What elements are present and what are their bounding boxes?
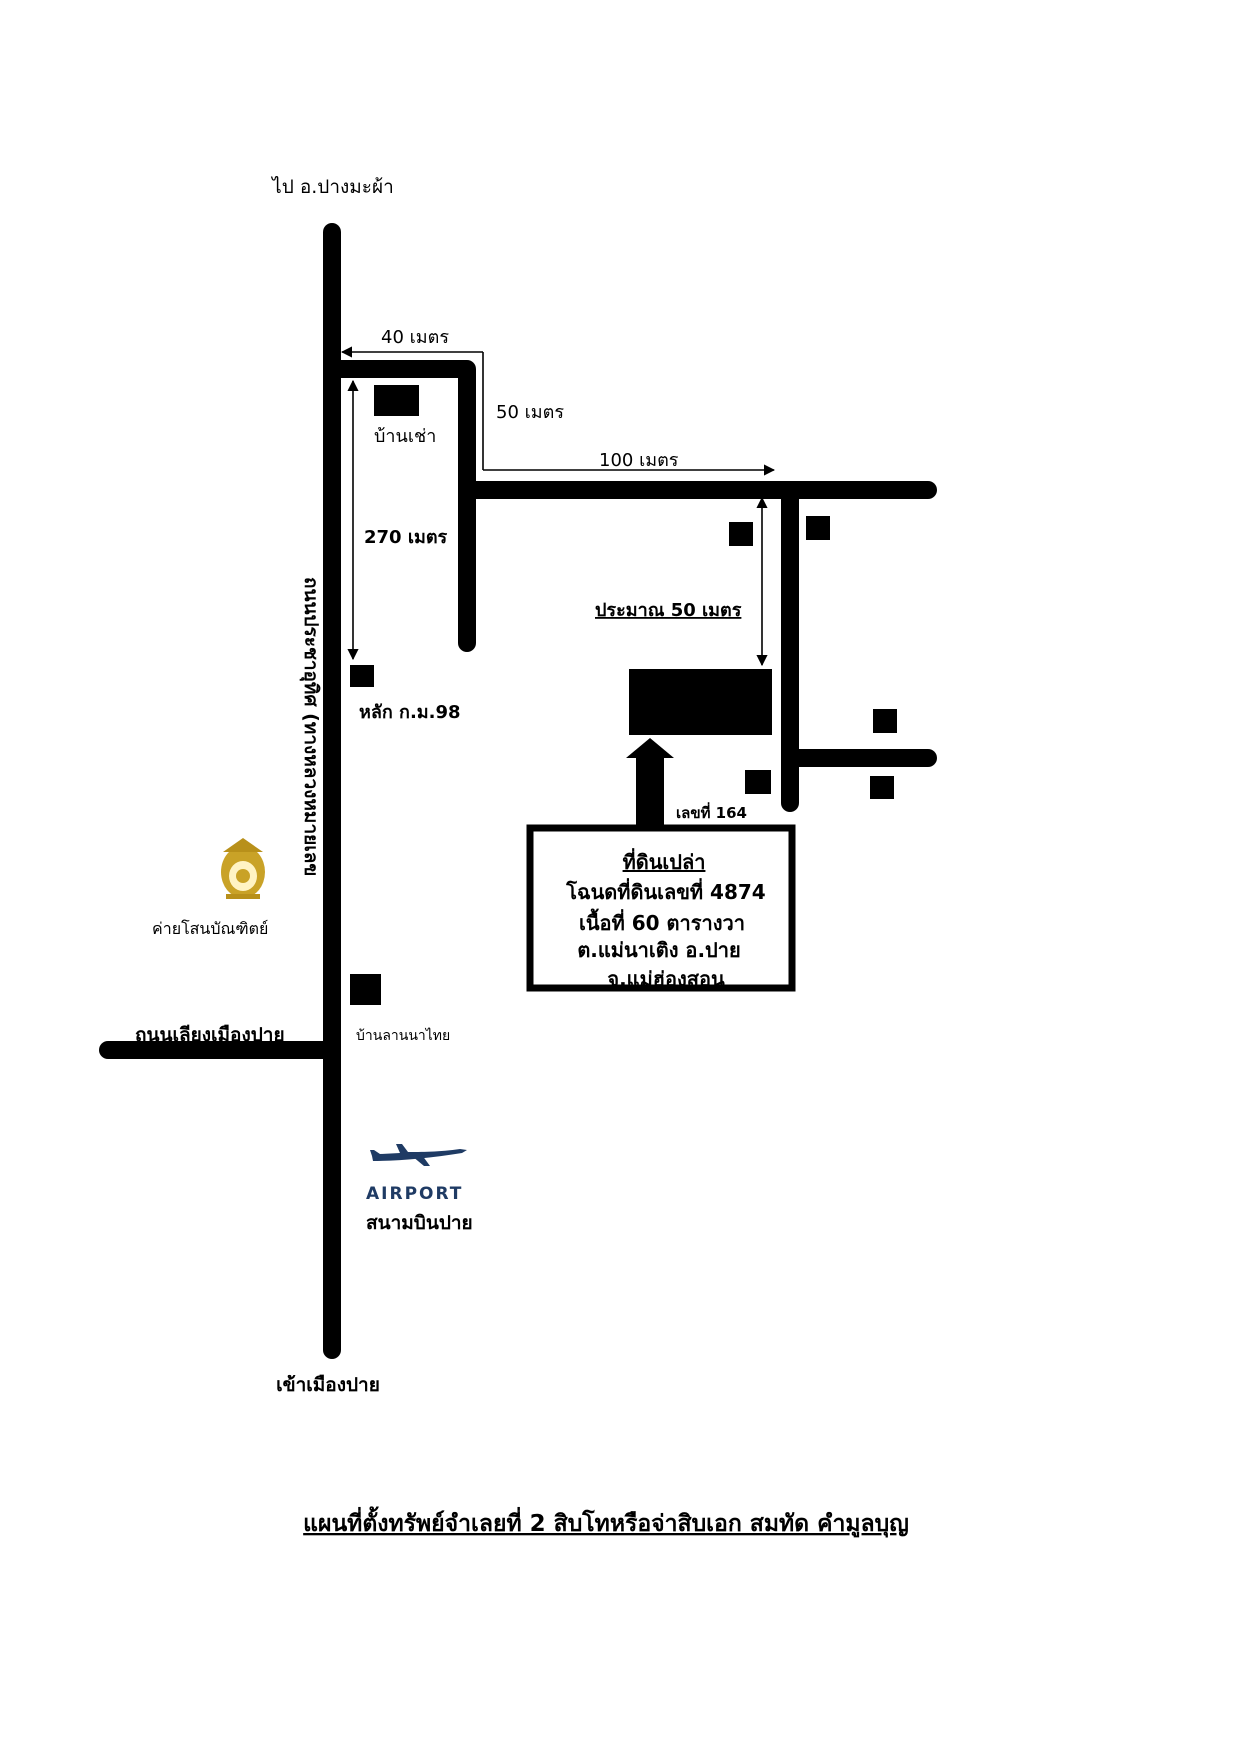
property-title: ที่ดินเปล่า: [623, 847, 706, 874]
bottom-direction-label: เข้าเมืองปาย: [276, 1374, 380, 1396]
side-road-label: ถนนเลียงเมืองปาย: [135, 1024, 285, 1046]
distance-50m-label: 50 เมตร: [496, 402, 564, 423]
km-post-label: หลัก ก.ม.98: [359, 702, 461, 723]
top-direction-label: ไป อ.ปางมะผ้า: [270, 176, 394, 198]
house-block: [729, 522, 753, 546]
property-info-box: [526, 824, 796, 992]
property-lot-block: [629, 669, 772, 735]
property-province: จ.แม่ฮ่องสอน: [607, 967, 725, 991]
distance-40m-label: 40 เมตร: [381, 327, 449, 348]
km-post-block: [350, 665, 374, 687]
distance-100m-label: 100 เมตร: [599, 450, 679, 471]
distance-50m-approx-label: ประมาณ 50 เมตร: [595, 600, 742, 621]
house-number-label: เลขที่ 164: [676, 802, 747, 822]
property-area: เนื้อที่ 60 ตารางวา: [579, 908, 745, 935]
house-block: [870, 776, 894, 799]
map-title: แผนที่ตั้งทรัพย์จำเลยที่ 2 สิบโทหรือจ่าส…: [303, 1506, 909, 1538]
house-block: [873, 709, 897, 733]
distance-270m-label: 270 เมตร: [364, 527, 448, 548]
royal-emblem-icon: [221, 838, 265, 899]
airplane-icon: [370, 1144, 467, 1166]
airport-label: สนามบินปาย: [366, 1212, 473, 1234]
property-pointer-arrow-body: [626, 738, 674, 828]
rental-house-label: บ้านเช่า: [374, 426, 436, 447]
property-deed-number: โฉนดที่ดินเลขที่ 4874: [565, 877, 765, 904]
house-164-block: [745, 770, 771, 794]
house-block: [806, 516, 830, 540]
rental-house-loop-road: [323, 360, 476, 652]
rental-house-block: [374, 385, 419, 416]
ban-lanna-label: บ้านลานนาไทย: [356, 1027, 450, 1044]
camp-label: ค่ายโสนบัณฑิตย์: [152, 919, 268, 938]
airport-logo-text: AIRPORT: [366, 1184, 463, 1204]
property-subdistrict: ต.แม่นาเติง อ.ปาย: [577, 938, 740, 962]
main-road-label: ถนนประชาอุทิศ (ทางหลวงหมายเลข: [299, 577, 322, 876]
ban-lanna-block: [350, 974, 381, 1005]
